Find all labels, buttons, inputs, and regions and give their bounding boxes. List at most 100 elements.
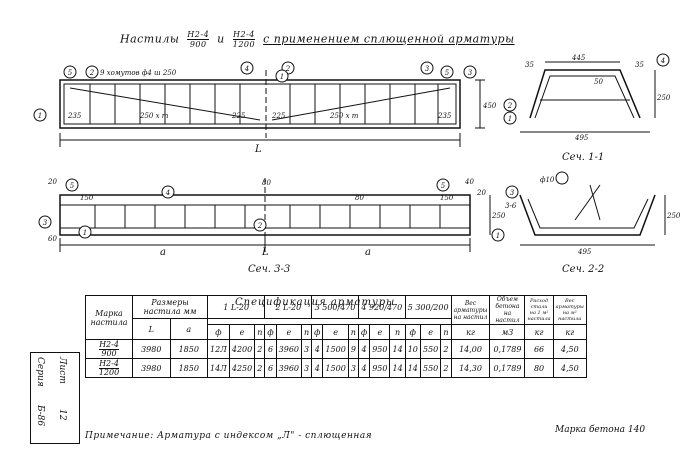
elevation-stirrups (94, 205, 441, 228)
marker-3a: 3 (425, 65, 430, 73)
spec-bar-4: 4 920/470 (357, 295, 406, 319)
elev-L-label: L (261, 247, 269, 258)
section-33-label: Сеч. 3-3 (248, 264, 290, 275)
plan-end-left: 235 (67, 112, 82, 120)
plan-span-2: 250 х m (329, 112, 359, 120)
s22-bottom-dim: 495 (577, 248, 592, 256)
title-block-stamp: Серия Б-86 Лист 12 (30, 352, 80, 444)
section-22-outline (519, 194, 656, 236)
marker-s22-3: 3 (510, 189, 515, 197)
stamp-series: Серия (35, 357, 45, 387)
s11-height: 250 (656, 94, 671, 102)
s11-top-dim: 445 (571, 54, 586, 62)
marker-s11-2: 2 (507, 102, 513, 110)
marker-5b: 5 (445, 69, 450, 77)
elev-dim-150b: 150 (440, 194, 454, 202)
spec-col-a: a (169, 318, 208, 340)
s22-height: 250 (666, 212, 681, 220)
s11-left-35: 35 (525, 61, 534, 69)
marker-e-5: 5 (70, 182, 75, 190)
plan-span-1: 250 х m (139, 112, 169, 120)
marker-s11-4: 4 (660, 57, 665, 65)
spec-col-L: L (132, 318, 171, 340)
marker-5a: 5 (68, 69, 73, 77)
spec-col-mark: Марка настила (85, 295, 133, 340)
spec-header-row-1: Марка настила Размеры настила мм 1 L-20 … (85, 295, 587, 340)
section-11-label: Сеч. 1-1 (562, 152, 604, 163)
plan-inner (63, 83, 457, 125)
marker-2a: 2 (89, 69, 95, 77)
s22-phi: ф10 (540, 176, 555, 184)
title-frac-1: Н2-4 900 (187, 30, 210, 49)
stamp-sheet: Лист (57, 357, 67, 384)
plan-end-right: 235 (437, 112, 452, 120)
spec-bar-3: 3 500/470 (311, 295, 359, 319)
elev-dim-20b: 20 (476, 189, 486, 197)
marker-e-1: 1 (83, 229, 87, 237)
plan-markers (33, 53, 670, 242)
concrete-grade: Марка бетона 140 (555, 425, 646, 435)
marker-e-4: 4 (165, 189, 170, 197)
elev-dim-80a: 80 (262, 179, 271, 187)
elev-dim-80b: 80 (355, 194, 364, 202)
spec-bar-5: 5 300/200 (404, 295, 452, 319)
title-frac-2: Н2-4 1200 (232, 30, 256, 49)
title-conj: и (217, 32, 225, 46)
plan-width: 450 (482, 102, 497, 110)
marker-2b: 2 (285, 65, 291, 73)
title-prefix: Настилы (120, 32, 180, 46)
plan-diagonal-left (69, 87, 261, 121)
s11-bottom-dim: 495 (574, 134, 589, 142)
title-suffix: с применением сплющенной арматуры (263, 32, 515, 46)
s11-right-35: 35 (635, 61, 644, 69)
marker-e-3: 3 (43, 219, 48, 227)
plan-end-mid-l: 225 (231, 112, 246, 120)
elev-dim-250: 250 (491, 212, 506, 220)
marker-4a: 4 (244, 65, 249, 73)
plan-stirrups (89, 84, 439, 124)
elev-a-left: a (160, 247, 166, 258)
section-22-label: Сеч. 2-2 (562, 264, 604, 275)
spec-col-weight1: Расход стали на 1 м² настила (524, 295, 554, 325)
elev-dim-20a: 20 (47, 178, 57, 186)
s11-inner: 50 (594, 78, 603, 86)
spec-col-weight2: Вес арматуры на м² настила (552, 295, 587, 325)
marker-s22-1: 1 (496, 232, 500, 240)
elev-dim-40: 40 (464, 178, 474, 186)
stamp-sheet-no: 12 (57, 409, 67, 421)
section-11-outline (529, 69, 641, 119)
footer-note: Примечание: Арматура с индексом „Л" - сп… (85, 431, 373, 441)
section-11-inner (534, 75, 635, 119)
section-22-inner (527, 198, 649, 229)
section-22-bar-b (589, 184, 601, 221)
plan-outline (59, 79, 461, 129)
marker-e-2: 2 (257, 222, 263, 230)
spec-col-concrete: Объем бетона на настил (489, 295, 526, 325)
spec-col-steel: Вес арматуры на настил (450, 295, 491, 325)
spec-bar-2: 2 L-20 (264, 295, 313, 319)
marker-3b: 3 (468, 69, 473, 77)
plan-L-label: L (254, 144, 262, 155)
spec-bar-1: 1 L-20 (206, 295, 266, 319)
elev-a-right: a (365, 247, 371, 258)
spec-col-dims: Размеры настила мм (132, 295, 208, 319)
plan-end-mid-r: 225 (271, 112, 286, 120)
marker-1b: 1 (280, 73, 284, 81)
marker-e-5b: 5 (441, 182, 446, 190)
plan-stirrups-label: 9 хомутов ф4 ш 250 (100, 69, 177, 77)
spec-table: Марка настила Размеры настила мм 1 L-20 … (85, 295, 587, 378)
marker-s11-1: 1 (508, 115, 512, 123)
elev-dim-60: 60 (48, 235, 57, 243)
section-22-bar-a (574, 184, 601, 221)
s22-mark-36: 3-6 (505, 202, 517, 210)
sheet-title: Настилы Н2-4 900 и Н2-4 1200 с применени… (120, 30, 515, 49)
stamp-series-no: Б-86 (35, 405, 45, 427)
elev-dim-150a: 150 (80, 194, 94, 202)
marker-1a: 1 (38, 112, 42, 120)
plan-diagonal-right (271, 87, 451, 121)
